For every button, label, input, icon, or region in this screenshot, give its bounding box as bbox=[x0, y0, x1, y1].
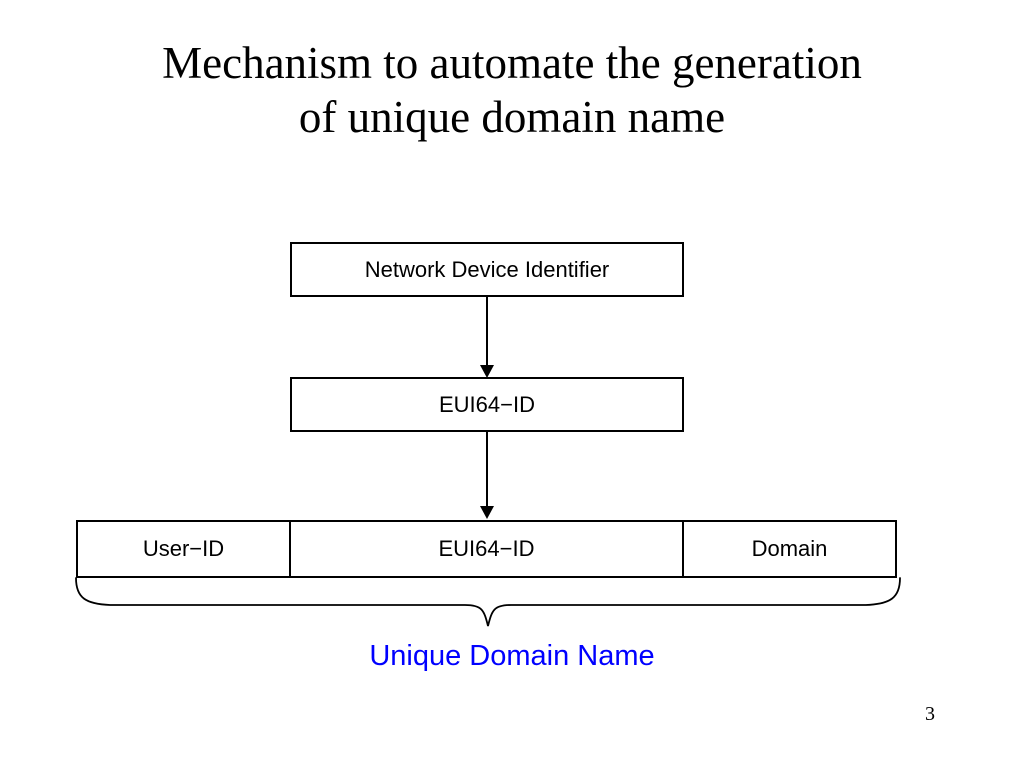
flow-box-network-device-identifier: Network Device Identifier bbox=[290, 242, 684, 297]
arrow-shaft bbox=[486, 297, 488, 367]
arrow-eui64-id-to-name-table bbox=[480, 432, 494, 520]
flow-box-eui64-id: EUI64−ID bbox=[290, 377, 684, 432]
table-cell-eui64-id-label: EUI64−ID bbox=[438, 536, 535, 561]
table-cell-eui64-id: EUI64−ID bbox=[291, 522, 684, 576]
arrow-head-down-icon bbox=[480, 506, 494, 519]
page-title: Mechanism to automate the generation of … bbox=[162, 38, 862, 142]
curly-brace-down-icon bbox=[75, 577, 901, 627]
table-cell-domain: Domain bbox=[684, 522, 895, 576]
unique-domain-name-table: User−ID EUI64−ID Domain bbox=[76, 520, 897, 578]
caption-unique-domain-name: Unique Domain Name bbox=[369, 640, 655, 672]
arrow-head-down-icon bbox=[480, 365, 494, 378]
flow-box-eui64-id-label: EUI64−ID bbox=[439, 391, 535, 417]
page-number: 3 bbox=[925, 703, 935, 725]
table-cell-domain-label: Domain bbox=[751, 536, 828, 561]
arrow-network-device-identifier-to-eui64-id bbox=[480, 297, 494, 378]
table-cell-user-id: User−ID bbox=[78, 522, 291, 576]
flow-box-network-device-identifier-label: Network Device Identifier bbox=[364, 256, 610, 282]
table-cell-user-id-label: User−ID bbox=[142, 536, 225, 561]
arrow-shaft bbox=[486, 432, 488, 508]
